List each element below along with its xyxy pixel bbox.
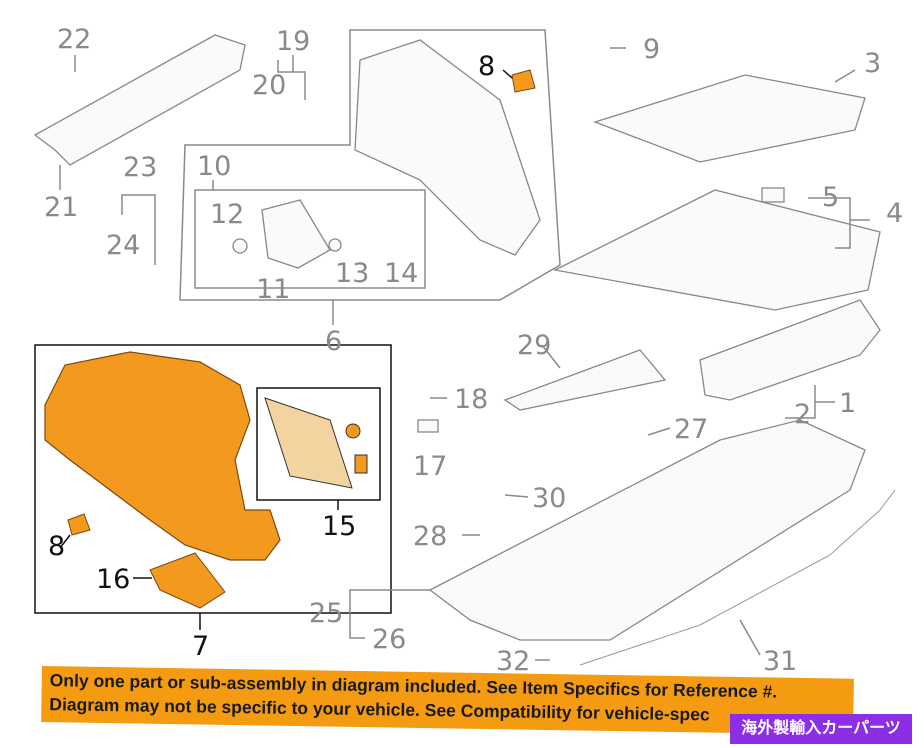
callout-11: 11: [256, 274, 290, 305]
part-15-net: [264, 397, 353, 489]
part-8-clip-orange-2: [67, 513, 91, 536]
callout-3: 3: [864, 48, 881, 79]
callout-25: 25: [309, 598, 343, 629]
part-13-grommet: [328, 238, 342, 252]
part-15-grommet: [345, 423, 361, 439]
shop-badge: 海外製輸入カーパーツ: [730, 714, 912, 744]
callout-6: 6: [325, 326, 342, 357]
callout-1: 1: [839, 388, 856, 419]
part-16-pocket-orange: [149, 552, 226, 609]
callout-27: 27: [674, 414, 708, 445]
callout-2: 2: [794, 399, 811, 430]
callout-8: 8: [478, 51, 495, 82]
part-17-clip: [417, 419, 439, 433]
callout-8-lower: 8: [48, 531, 65, 562]
callout-23: 23: [123, 152, 157, 183]
group-box-15: [256, 387, 381, 501]
callout-14: 14: [384, 258, 418, 289]
part-10-cover: [261, 199, 331, 269]
part-4-floor-panel: [552, 189, 881, 311]
callout-13: 13: [335, 258, 369, 289]
group-box-10: [194, 189, 426, 289]
callout-31: 31: [763, 646, 797, 677]
part-11-grommet: [232, 238, 248, 254]
callout-4: 4: [886, 198, 903, 229]
callout-12: 12: [210, 199, 244, 230]
part-31-trim-strip: [579, 489, 896, 666]
callout-19: 19: [276, 26, 310, 57]
callout-32: 32: [496, 646, 530, 677]
part-8-clip-orange: [511, 69, 536, 93]
callout-9: 9: [643, 34, 660, 65]
callout-29: 29: [517, 330, 551, 361]
callout-26: 26: [372, 624, 406, 655]
callout-28: 28: [413, 521, 447, 552]
callout-24: 24: [106, 230, 140, 261]
callout-17: 17: [413, 451, 447, 482]
part-6-side-trim: [354, 39, 541, 256]
leader-lines: [59, 47, 870, 661]
callout-7: 7: [192, 631, 209, 662]
callout-5: 5: [822, 182, 839, 213]
part-25-package-tray: [428, 419, 866, 641]
part-15-hook: [354, 454, 368, 474]
part-7-quarter-trim-panel: [44, 351, 281, 561]
part-1-sill-panel: [699, 299, 881, 401]
callout-21: 21: [44, 192, 78, 223]
callout-20: 20: [252, 70, 286, 101]
part-21-sill-trim: [33, 34, 246, 166]
part-29-tray: [503, 349, 667, 411]
callout-22: 22: [57, 24, 91, 55]
callout-30: 30: [532, 483, 566, 514]
part-5-clip: [761, 187, 785, 203]
part-3-mat: [593, 74, 866, 163]
callout-10: 10: [197, 151, 231, 182]
callout-18: 18: [454, 384, 488, 415]
group-box-7: [34, 344, 392, 614]
group-box-6: [179, 29, 561, 301]
callout-16: 16: [96, 564, 130, 595]
callout-15: 15: [322, 511, 356, 542]
